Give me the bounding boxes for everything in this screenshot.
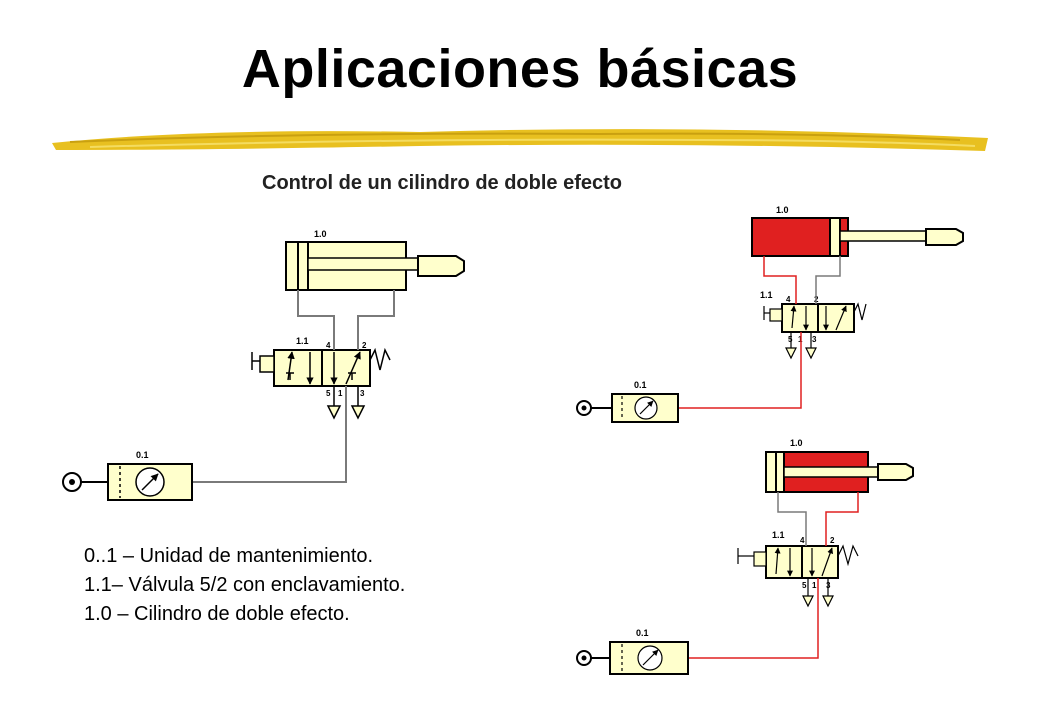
valve-rest: 1.1 4 2 5 1 3 bbox=[251, 336, 391, 420]
cylinder-ret-label: 1.0 bbox=[790, 438, 803, 448]
cylinder-retracted: 1.0 bbox=[765, 438, 914, 493]
svg-text:5: 5 bbox=[326, 389, 331, 398]
unit-rest-label: 0.1 bbox=[136, 450, 149, 460]
service-unit-ret: 0.1 bbox=[576, 628, 689, 675]
legend-item: 1.1– Válvula 5/2 con enclavamiento. bbox=[84, 574, 406, 596]
circuit-extended: 1.0 1.1 4 2 5 1 3 bbox=[576, 205, 964, 423]
unit-ext-label: 0.1 bbox=[634, 380, 647, 390]
cylinder-extended: 1.0 bbox=[751, 205, 964, 257]
svg-text:1: 1 bbox=[812, 581, 817, 590]
legend-item: 1.0 – Cilindro de doble efecto. bbox=[84, 603, 350, 625]
cylinder-rest-label: 1.0 bbox=[314, 229, 327, 239]
svg-text:4: 4 bbox=[800, 536, 805, 545]
svg-text:2: 2 bbox=[362, 341, 367, 350]
valve-ext-label: 1.1 bbox=[760, 290, 773, 300]
valve-extended: 1.1 4 2 5 1 3 bbox=[760, 290, 867, 360]
valve-ret-label: 1.1 bbox=[772, 530, 785, 540]
svg-text:1: 1 bbox=[338, 389, 343, 398]
svg-text:3: 3 bbox=[360, 389, 365, 398]
svg-text:3: 3 bbox=[812, 335, 817, 344]
circuit-retracted: 1.0 1.1 4 2 5 1 3 bbox=[576, 438, 914, 675]
component-legend: 0..1 – Unidad de mantenimiento. 1.1– Vál… bbox=[84, 542, 405, 629]
valve-rest-label: 1.1 bbox=[296, 336, 309, 346]
cylinder-ext-label: 1.0 bbox=[776, 205, 789, 215]
valve-retracted: 1.1 4 2 5 1 3 bbox=[737, 530, 859, 608]
legend-item: 0..1 – Unidad de mantenimiento. bbox=[84, 545, 374, 567]
svg-text:5: 5 bbox=[788, 335, 793, 344]
service-unit-rest: 0.1 bbox=[62, 450, 193, 501]
diagram-subtitle: Control de un cilindro de doble efecto bbox=[262, 172, 623, 194]
slide-title: Aplicaciones básicas bbox=[241, 39, 799, 99]
svg-text:3: 3 bbox=[826, 581, 831, 590]
circuit-rest: 1.0 1.1 4 2 5 1 3 bbox=[62, 229, 465, 501]
svg-text:4: 4 bbox=[326, 341, 331, 350]
unit-ret-label: 0.1 bbox=[636, 628, 649, 638]
cylinder-rest: 1.0 bbox=[285, 229, 465, 291]
svg-text:4: 4 bbox=[786, 295, 791, 304]
svg-text:5: 5 bbox=[802, 581, 807, 590]
svg-text:2: 2 bbox=[830, 536, 835, 545]
service-unit-ext: 0.1 bbox=[576, 380, 679, 423]
